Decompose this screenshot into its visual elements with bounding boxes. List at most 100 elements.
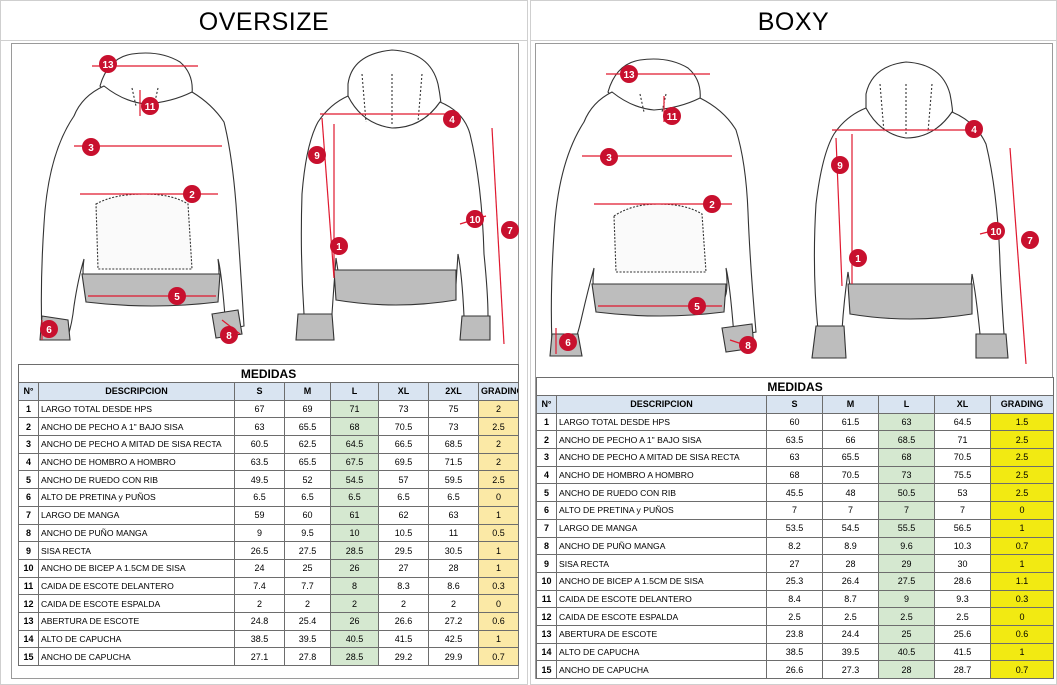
size-value-cell: 7.7	[284, 576, 331, 596]
size-value-cell: 61	[330, 505, 379, 525]
size-value-cell: 66.5	[378, 435, 429, 454]
measure-point-icon: 5	[688, 297, 706, 315]
size-value-cell: 61.5	[822, 412, 879, 432]
size-value-cell: 56.5	[934, 518, 991, 538]
row-number: 4	[18, 452, 39, 472]
row-description: LARGO DE MANGA	[556, 518, 767, 538]
measure-point-icon: 1	[330, 237, 348, 255]
size-value-cell: 40.5	[330, 629, 379, 649]
grading-cell: 1.1	[989, 571, 1055, 591]
measure-point-icon: 10	[466, 210, 484, 228]
size-value-cell: 27.5	[878, 571, 935, 591]
measure-point-icon: 13	[620, 65, 638, 83]
size-value-cell: 70.5	[822, 465, 879, 485]
size-value-cell: 68.5	[878, 430, 935, 450]
size-value-cell: 73	[378, 399, 429, 419]
grading-cell: 0.7	[989, 660, 1055, 679]
grading-cell: 0.5	[477, 523, 520, 543]
svg-text:5: 5	[694, 302, 700, 313]
front-hoodie-sketch-icon	[39, 52, 245, 341]
row-description: SISA RECTA	[556, 554, 767, 573]
size-value-cell: 39.5	[822, 642, 879, 662]
oversize-sketch: 13 11 3 2 5 6 8 4 9 1 10 7	[39, 49, 519, 345]
size-value-cell: 27.2	[428, 611, 479, 631]
size-value-cell: 63.5	[766, 430, 823, 450]
size-value-cell: 10.3	[934, 536, 991, 556]
measure-point-icon: 4	[443, 110, 461, 128]
row-number: 5	[536, 483, 557, 503]
col-size-s: S	[766, 395, 823, 414]
row-description: CAIDA DE ESCOTE ESPALDA	[38, 594, 235, 613]
grading-cell: 0	[477, 488, 520, 507]
col-description: DESCRIPCION	[556, 395, 767, 414]
row-number: 6	[18, 488, 39, 507]
size-value-cell: 67	[234, 399, 285, 419]
row-description: ANCHO DE PECHO A 1" BAJO SISA	[38, 417, 235, 437]
boxy-measurements-table: MEDIDAS N° DESCRIPCION S M L XL GRADING …	[535, 377, 1055, 679]
col-size-xl: XL	[934, 395, 991, 414]
col-grading: GRADING	[989, 395, 1055, 414]
svg-text:1: 1	[855, 254, 861, 265]
row-number: 3	[18, 435, 39, 454]
size-value-cell: 29.2	[378, 647, 429, 666]
grading-cell: 1	[989, 518, 1055, 538]
size-value-cell: 7.4	[234, 576, 285, 596]
row-description: ANCHO DE HOMBRO A HOMBRO	[556, 465, 767, 485]
size-value-cell: 29	[878, 554, 935, 573]
row-number: 7	[18, 505, 39, 525]
size-value-cell: 8.2	[766, 536, 823, 556]
size-value-cell: 2	[428, 594, 479, 613]
boxy-table-title: MEDIDAS	[535, 377, 1055, 396]
measure-point-icon: 6	[40, 320, 58, 338]
svg-text:4: 4	[971, 125, 977, 136]
row-number: 12	[18, 594, 39, 613]
grading-cell: 0.7	[477, 647, 520, 666]
grading-cell: 1	[477, 558, 520, 578]
boxy-title: BOXY	[531, 1, 1056, 41]
size-value-cell: 9	[234, 523, 285, 543]
size-value-cell: 8.3	[378, 576, 429, 596]
size-value-cell: 28	[428, 558, 479, 578]
col-grading: GRADING	[477, 382, 520, 401]
svg-text:1: 1	[336, 242, 342, 253]
size-value-cell: 2.5	[878, 607, 935, 626]
grading-cell: 2.5	[989, 483, 1055, 503]
boxy-sketch: 13 11 3 2 5 6 8 4 9 1 10 7	[549, 58, 1039, 365]
row-description: ABERTURA DE ESCOTE	[38, 611, 235, 631]
size-value-cell: 26	[330, 611, 379, 631]
oversize-table-title: MEDIDAS	[17, 364, 520, 383]
col-size-2xl: 2XL	[428, 382, 479, 401]
size-value-cell: 24.4	[822, 624, 879, 644]
measure-point-icon: 6	[559, 333, 577, 351]
measure-point-icon: 13	[99, 55, 117, 73]
svg-text:6: 6	[565, 338, 571, 349]
size-value-cell: 8.7	[822, 589, 879, 609]
grading-cell: 0.7	[989, 536, 1055, 556]
grading-cell: 1	[477, 629, 520, 649]
col-size-l: L	[878, 395, 935, 414]
size-value-cell: 8.4	[766, 589, 823, 609]
row-description: ANCHO DE RUEDO CON RIB	[556, 483, 767, 503]
size-value-cell: 26	[330, 558, 379, 578]
svg-text:4: 4	[449, 115, 455, 126]
row-description: ALTO DE CAPUCHA	[38, 629, 235, 649]
size-value-cell: 64.5	[330, 435, 379, 454]
size-value-cell: 64.5	[934, 412, 991, 432]
size-value-cell: 62.5	[284, 435, 331, 454]
size-value-cell: 70.5	[378, 417, 429, 437]
grading-cell: 2	[477, 452, 520, 472]
size-value-cell: 27.5	[284, 541, 331, 560]
row-description: ANCHO DE PECHO A 1" BAJO SISA	[556, 430, 767, 450]
